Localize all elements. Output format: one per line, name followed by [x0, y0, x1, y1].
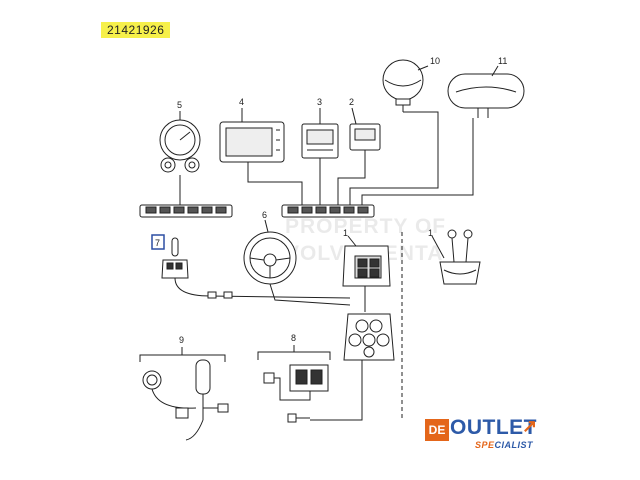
gauge-cluster-part-5	[159, 119, 201, 205]
callout-10: 10	[430, 56, 440, 66]
accessory-kit-part-9	[142, 359, 229, 441]
part-number-label: 21421926	[101, 22, 171, 38]
callout-1-right: 1	[428, 228, 433, 238]
watermark-line-1: PROPERTY OF	[285, 215, 447, 238]
highlight-box-part-7	[151, 234, 165, 250]
control-unit-part-1	[342, 245, 391, 312]
callout-1-centre: 1	[343, 228, 348, 238]
callout-6: 6	[262, 210, 267, 220]
badge-specialist-rest: CIALIST	[494, 440, 534, 450]
instrument-part-3	[301, 123, 339, 205]
callout-2: 2	[349, 97, 354, 107]
switch-panel-part-8	[263, 364, 329, 423]
callout-9: 9	[179, 335, 184, 345]
callout-8: 8	[291, 333, 296, 343]
badge-outlet: OUTLET	[450, 416, 537, 439]
callout-3: 3	[317, 97, 322, 107]
connector-bar-left	[139, 204, 233, 218]
badge-specialist: SPECIALIST	[475, 440, 533, 450]
steering-wheel-part-6	[243, 231, 351, 306]
connector-bar-right	[281, 204, 375, 218]
instrument-part-2	[337, 123, 381, 205]
radar-part-11	[361, 73, 525, 205]
badge-arrow-icon: ↗	[522, 416, 538, 436]
display-part-4	[219, 121, 303, 205]
joystick-part-7	[151, 234, 351, 299]
callout-5: 5	[177, 100, 182, 110]
bracket-part-9	[139, 347, 226, 362]
leader-lines	[179, 65, 499, 259]
outlet-badge: DE OUTLET ↗ SPECIALIST	[425, 413, 555, 453]
callout-4: 4	[239, 97, 244, 107]
dome-antenna-part-10	[349, 59, 439, 205]
bracket-part-8	[257, 345, 331, 360]
badge-de: DE	[425, 419, 449, 441]
callout-7: 7	[155, 238, 160, 248]
dual-lever-control-part-1	[439, 229, 481, 285]
badge-specialist-prefix: SPE	[475, 440, 495, 450]
central-hub	[310, 313, 395, 421]
callout-11: 11	[498, 56, 507, 66]
